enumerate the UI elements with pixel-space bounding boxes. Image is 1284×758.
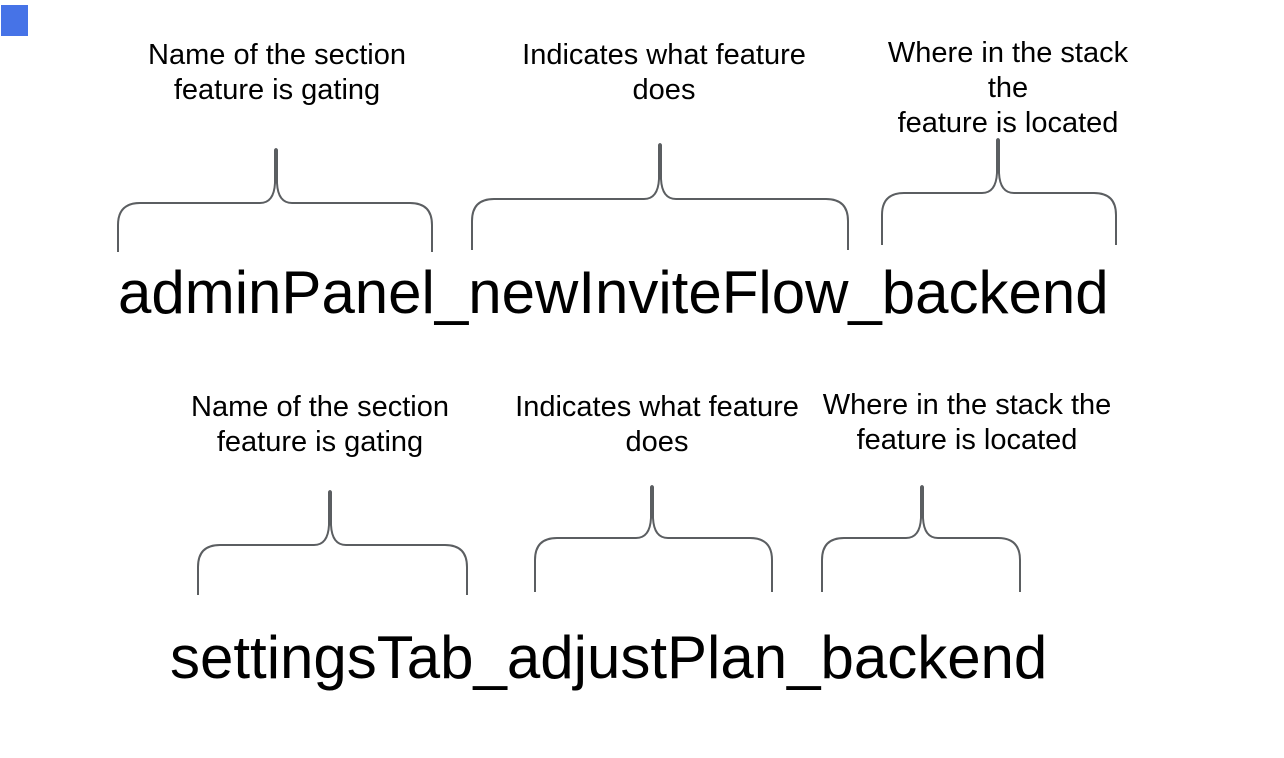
- flag-name-2: settingsTab_adjustPlan_backend: [170, 624, 1048, 691]
- curly-brace-feature-1: [471, 143, 849, 250]
- flag-name-1: adminPanel_newInviteFlow_backend: [118, 259, 1109, 326]
- curly-brace-section-1: [117, 148, 433, 252]
- blue-selection-marker: [1, 5, 28, 36]
- label-stack-location-1: Where in the stack the feature is locate…: [887, 37, 1129, 139]
- curly-brace-section-2: [197, 490, 468, 595]
- curly-brace-stack-1: [881, 138, 1117, 245]
- curly-brace-stack-2: [821, 485, 1021, 592]
- curly-brace-feature-2: [534, 485, 773, 592]
- label-section-name-2: Name of the section feature is gating: [191, 391, 449, 458]
- label-feature-does-1: Indicates what feature does: [522, 39, 806, 106]
- label-stack-location-2: Where in the stack the feature is locate…: [822, 389, 1112, 456]
- label-section-name-1: Name of the section feature is gating: [148, 39, 406, 106]
- label-feature-does-2: Indicates what feature does: [515, 391, 799, 458]
